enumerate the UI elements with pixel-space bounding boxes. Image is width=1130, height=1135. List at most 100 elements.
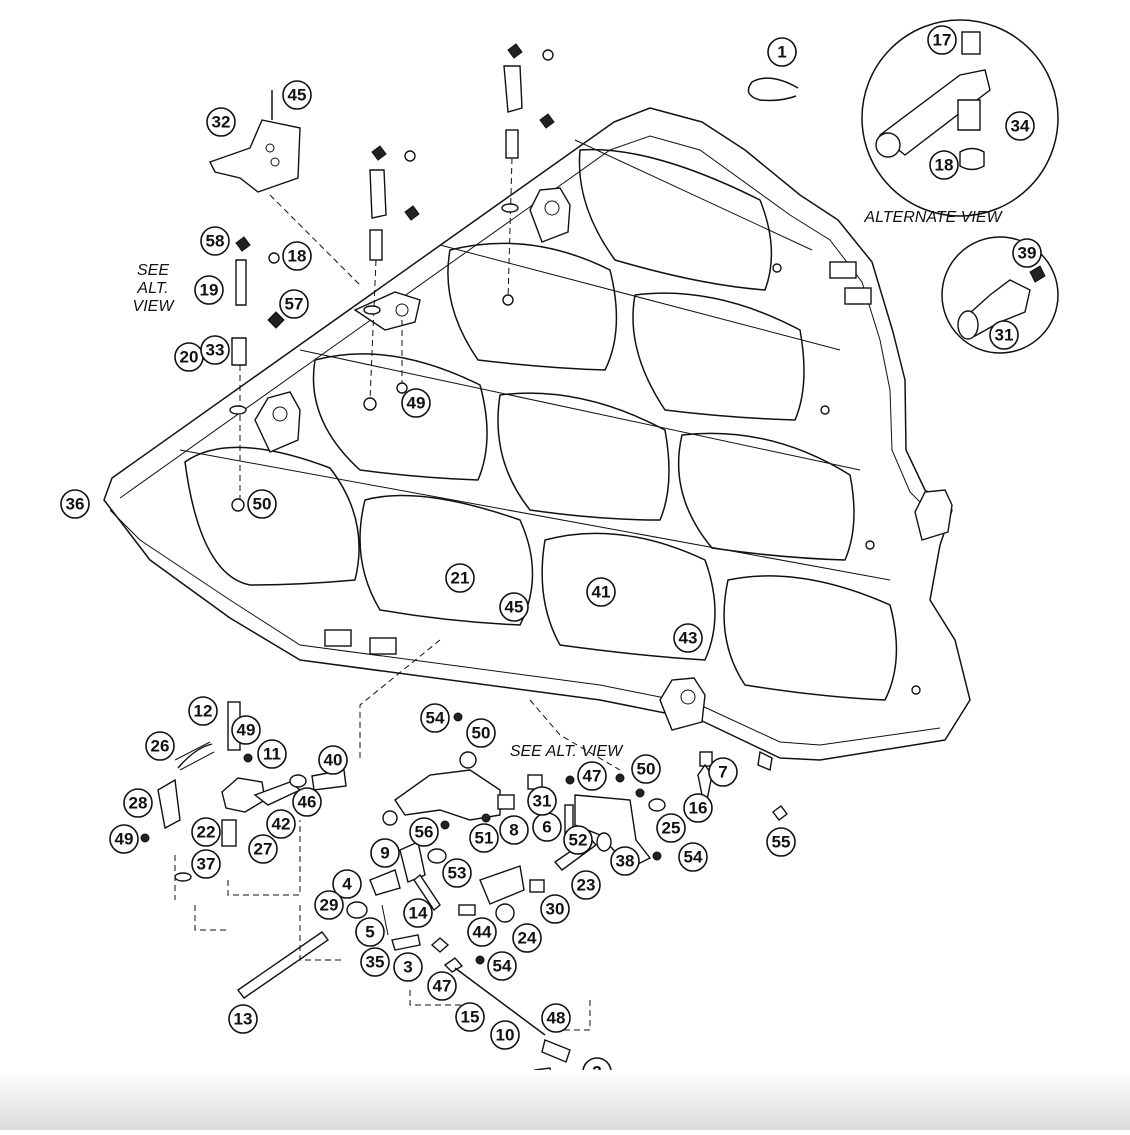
callout-36: 36	[60, 489, 90, 519]
main-frame-plate	[103, 107, 971, 761]
callout-49a-label: 49	[407, 394, 426, 413]
callout-17: 17	[927, 25, 957, 55]
callout-48: 48	[541, 1003, 571, 1033]
callout-42: 42	[266, 809, 296, 839]
callout-54a: 54	[420, 703, 450, 733]
callout-52: 52	[563, 825, 593, 855]
callout-18b: 18	[282, 241, 312, 271]
callout-21-label: 21	[451, 569, 470, 588]
callout-12-label: 12	[194, 702, 213, 721]
callout-54c: 54	[487, 951, 517, 981]
callout-47b: 47	[427, 971, 457, 1001]
callout-29: 29	[314, 890, 344, 920]
callout-32-label: 32	[212, 113, 231, 132]
callout-39: 39	[1012, 238, 1042, 268]
callout-20-label: 20	[180, 348, 199, 367]
callout-30: 30	[540, 894, 570, 924]
callout-15: 15	[455, 1002, 485, 1032]
see-alt-view-line-3: VIEW	[133, 298, 176, 315]
callout-1: 1	[767, 37, 797, 67]
callout-50b: 50	[466, 718, 496, 748]
callout-51-label: 51	[475, 829, 494, 848]
callout-18a-label: 18	[935, 156, 954, 175]
callout-46: 46	[292, 787, 322, 817]
callout-42-label: 42	[272, 815, 291, 834]
alternate-view-fitting	[941, 236, 1059, 354]
callout-37-label: 37	[197, 855, 216, 874]
callout-35: 35	[360, 947, 390, 977]
callout-48-label: 48	[547, 1009, 566, 1028]
callout-58-label: 58	[206, 232, 225, 251]
callout-6: 6	[532, 812, 562, 842]
callout-50c-label: 50	[637, 760, 656, 779]
callout-44-label: 44	[473, 923, 492, 942]
callout-53: 53	[442, 858, 472, 888]
callout-24: 24	[512, 923, 542, 953]
callout-35-label: 35	[366, 953, 385, 972]
callout-49b-label: 49	[237, 721, 256, 740]
callout-8: 8	[499, 815, 529, 845]
upper-center-post-assembly	[363, 43, 555, 411]
callout-6-label: 6	[542, 818, 551, 837]
see-alt-view-lower-caption: SEE ALT. VIEW	[510, 743, 624, 760]
frame-openings	[184, 148, 898, 701]
callout-54b: 54	[678, 842, 708, 872]
callout-13-label: 13	[234, 1010, 253, 1029]
shaft	[237, 931, 329, 999]
callout-56: 56	[409, 817, 439, 847]
callout-30-label: 30	[546, 900, 565, 919]
callout-25: 25	[656, 813, 686, 843]
callout-45b: 45	[499, 592, 529, 622]
callout-10-label: 10	[496, 1026, 515, 1045]
callout-3-label: 3	[403, 958, 412, 977]
callout-45b-label: 45	[505, 598, 524, 617]
callout-9: 9	[370, 838, 400, 868]
callout-55-label: 55	[772, 833, 791, 852]
callout-56-label: 56	[415, 823, 434, 842]
callout-31b: 31	[527, 786, 557, 816]
see-alt-view-line-2: ALT.	[136, 280, 168, 297]
callout-31b-label: 31	[533, 792, 552, 811]
callout-26: 26	[145, 731, 175, 761]
callout-5-label: 5	[365, 923, 374, 942]
callout-29-label: 29	[320, 896, 339, 915]
callout-18b-label: 18	[288, 247, 307, 266]
callout-54a-label: 54	[426, 709, 445, 728]
callout-8-label: 8	[509, 821, 518, 840]
callout-27-label: 27	[254, 840, 273, 859]
callout-45a: 45	[282, 80, 312, 110]
callout-23-label: 23	[577, 876, 596, 895]
callout-50a: 50	[247, 489, 277, 519]
callout-33: 33	[200, 335, 230, 365]
callout-19: 19	[194, 275, 224, 305]
callout-38: 38	[610, 846, 640, 876]
callout-51: 51	[469, 823, 499, 853]
callout-34: 34	[1005, 111, 1035, 141]
callout-50c: 50	[631, 754, 661, 784]
callout-4: 4	[332, 869, 362, 899]
callout-44: 44	[467, 917, 497, 947]
callout-17-label: 17	[933, 31, 952, 50]
callout-43-label: 43	[679, 629, 698, 648]
callout-7-label: 7	[718, 763, 727, 782]
callout-47a-label: 47	[583, 767, 602, 786]
callout-57-label: 57	[285, 295, 304, 314]
callout-43: 43	[673, 623, 703, 653]
callout-32: 32	[206, 107, 236, 137]
callout-50b-label: 50	[472, 724, 491, 743]
frame-brackets	[254, 187, 953, 731]
alternate-view-crank	[861, 19, 1059, 217]
callout-34-label: 34	[1011, 117, 1030, 136]
callout-31a-label: 31	[995, 326, 1014, 345]
callout-15-label: 15	[461, 1008, 480, 1027]
callout-3: 3	[393, 952, 423, 982]
callout-46-label: 46	[298, 793, 317, 812]
callout-11-label: 11	[263, 745, 281, 764]
alternate-view-caption: ALTERNATE VIEW	[863, 209, 1003, 226]
bottom-shadow	[0, 1070, 1130, 1130]
callout-11: 11	[257, 739, 287, 769]
callout-33-label: 33	[206, 341, 225, 360]
callout-10: 10	[490, 1020, 520, 1050]
callout-49a: 49	[401, 388, 431, 418]
